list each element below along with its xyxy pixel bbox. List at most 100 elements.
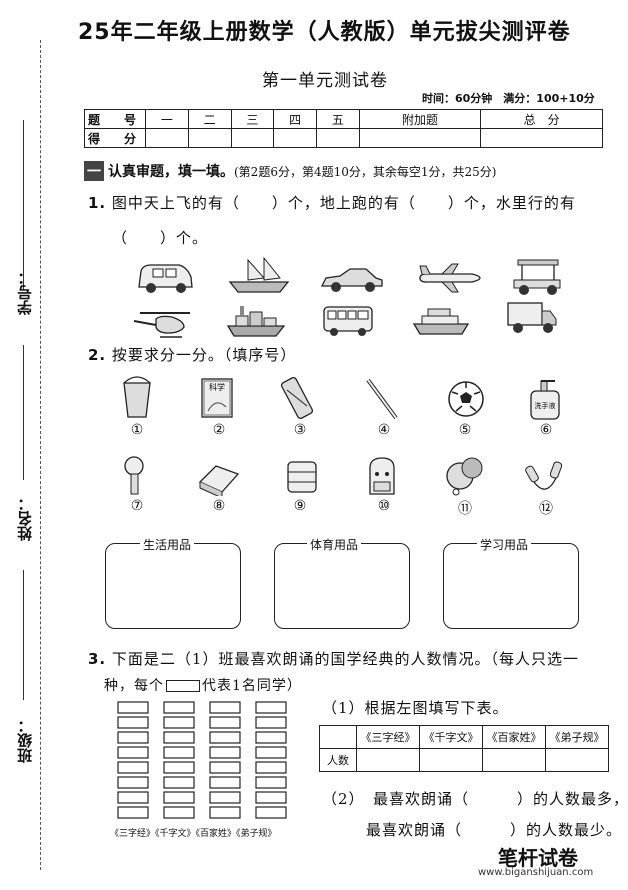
item-number: ⑪ <box>458 501 472 517</box>
category-box-study[interactable] <box>443 543 579 629</box>
col-5: 五 <box>316 109 360 129</box>
class-label: 班级： <box>16 718 34 763</box>
student-no-line <box>23 120 24 290</box>
pictograph-unit-box <box>163 746 195 759</box>
pictograph-unit-box <box>163 806 195 819</box>
q3-text-2b: 代表1名同学） <box>202 678 302 694</box>
score-table-score-row: 得 分 <box>84 128 603 148</box>
category-box-sports[interactable] <box>274 543 410 629</box>
car-icon <box>320 268 383 292</box>
col-bonus: 附加题 <box>358 109 482 129</box>
section-badge: 一 <box>84 161 104 181</box>
bucket-icon <box>123 376 151 418</box>
pictograph-unit-box <box>255 716 287 729</box>
pictograph-unit-box <box>163 761 195 774</box>
item-number: ⑤ <box>458 422 472 438</box>
pen-icon <box>366 378 398 420</box>
fill-table-cell[interactable] <box>419 748 483 772</box>
jump-rope-icon <box>525 461 563 490</box>
class-line <box>23 570 24 700</box>
fill-table-header: 《千字文》 <box>419 725 483 749</box>
item-number: ⑦ <box>130 498 144 514</box>
science-book-label: 科学 <box>209 382 225 392</box>
q3-sub2-line2: 最喜欢朗诵（ ）的人数最少。 <box>366 821 623 839</box>
category-label-daily: 生活用品 <box>140 536 195 553</box>
backpack-icon <box>369 457 395 495</box>
bed-icon <box>198 465 240 496</box>
section-heading: 一认真审题，填一填。(第2题6分，第4题10分，其余每空1分，共25分) <box>84 161 496 181</box>
pictograph-unit-box <box>255 776 287 789</box>
score-cell[interactable] <box>230 128 275 148</box>
folded-blanket-icon <box>287 461 317 493</box>
score-cell[interactable] <box>358 128 482 148</box>
pictograph-unit-box <box>255 806 287 819</box>
q3-fill-table: 《三字经》 《千字文》 《百家姓》 《弟子规》 人数 <box>319 725 609 772</box>
pictograph-unit-box <box>209 701 241 714</box>
item-number: ② <box>212 422 226 438</box>
item-number: ⑧ <box>212 498 226 514</box>
name-line <box>23 345 24 480</box>
page-subtitle: 第一单元测试卷 <box>262 71 388 91</box>
unit-box-icon <box>166 680 200 692</box>
pictograph-unit-box <box>117 746 149 759</box>
fill-table-row-label: 人数 <box>319 748 357 772</box>
q1-line1: 1. 图中天上飞的有（ ）个，地上跑的有（ ）个，水里行的有 <box>88 192 576 213</box>
pictograph-unit-box <box>163 701 195 714</box>
page-title: 25年二年级上册数学（人教版）单元拔尖测评卷 <box>78 20 571 45</box>
pictograph-unit-box <box>117 731 149 744</box>
hand-soap-icon: 洗手液 <box>530 380 560 420</box>
q3-sub2-line1: （2） 最喜欢朗诵（ ）的人数最多， <box>322 790 628 808</box>
score-table: 题 号 一 二 三 四 五 附加题 总 分 得 分 <box>84 109 603 148</box>
pictograph-unit-box <box>255 731 287 744</box>
pictograph-unit-box <box>117 716 149 729</box>
category-box-daily[interactable] <box>105 543 241 629</box>
bus-icon <box>323 306 373 336</box>
q2-number: 2. <box>88 346 107 364</box>
pictograph-unit-box <box>209 806 241 819</box>
golf-cart-icon <box>513 259 561 295</box>
fill-table-corner <box>319 725 357 749</box>
cargo-ship-icon <box>226 306 286 337</box>
pictograph-svg <box>117 701 287 819</box>
fill-table-header: 《弟子规》 <box>545 725 609 749</box>
score-cell[interactable] <box>187 128 232 148</box>
pictograph-unit-box <box>255 701 287 714</box>
pictograph-unit-box <box>209 761 241 774</box>
binding-dashed-line <box>40 40 41 870</box>
pictograph-unit-box <box>117 701 149 714</box>
score-cell[interactable] <box>480 128 603 148</box>
fill-table-header: 《三字经》 <box>356 725 420 749</box>
score-cell[interactable] <box>273 128 317 148</box>
col-2: 二 <box>187 109 232 129</box>
pictograph-unit-box <box>255 791 287 804</box>
pictograph-unit-box <box>117 776 149 789</box>
pictograph-unit-box <box>117 791 149 804</box>
q3-text-1: 下面是二（1）班最喜欢朗诵的国学经典的人数情况。（每人只选一 <box>111 650 579 668</box>
airplane-icon <box>419 263 481 293</box>
fill-table-cell[interactable] <box>356 748 420 772</box>
category-label-sports: 体育用品 <box>307 536 362 553</box>
hand-soap-label: 洗手液 <box>535 401 556 410</box>
pictograph-unit-box <box>117 806 149 819</box>
q3-sub1: （1）根据左图填写下表。 <box>322 699 509 717</box>
section-heading-text: 认真审题，填一填。 <box>108 164 234 180</box>
score-cell[interactable] <box>145 128 189 148</box>
name-label: 姓名： <box>16 496 34 541</box>
item-number: ⑩ <box>377 498 391 514</box>
q1-line2: （ ）个。 <box>112 229 209 247</box>
item-number: ① <box>130 422 144 438</box>
fill-table-header: 《百家姓》 <box>482 725 546 749</box>
col-1: 一 <box>145 109 189 129</box>
cruise-ship-icon <box>412 308 470 335</box>
pictograph-unit-box <box>209 716 241 729</box>
q3-text-2a: 种，每个 <box>104 678 164 694</box>
fill-table-cell[interactable] <box>545 748 609 772</box>
brand-watermark: 笔杆试卷 <box>498 846 578 870</box>
pictograph-unit-box <box>163 731 195 744</box>
time-info: 时间：60分钟 满分：100+10分 <box>422 92 595 105</box>
score-table-header-row: 题 号 一 二 三 四 五 附加题 总 分 <box>84 109 603 129</box>
sailing-ship-icon <box>228 256 290 293</box>
science-book-icon: 科学 <box>201 378 233 418</box>
fill-table-cell[interactable] <box>482 748 546 772</box>
score-cell[interactable] <box>316 128 360 148</box>
